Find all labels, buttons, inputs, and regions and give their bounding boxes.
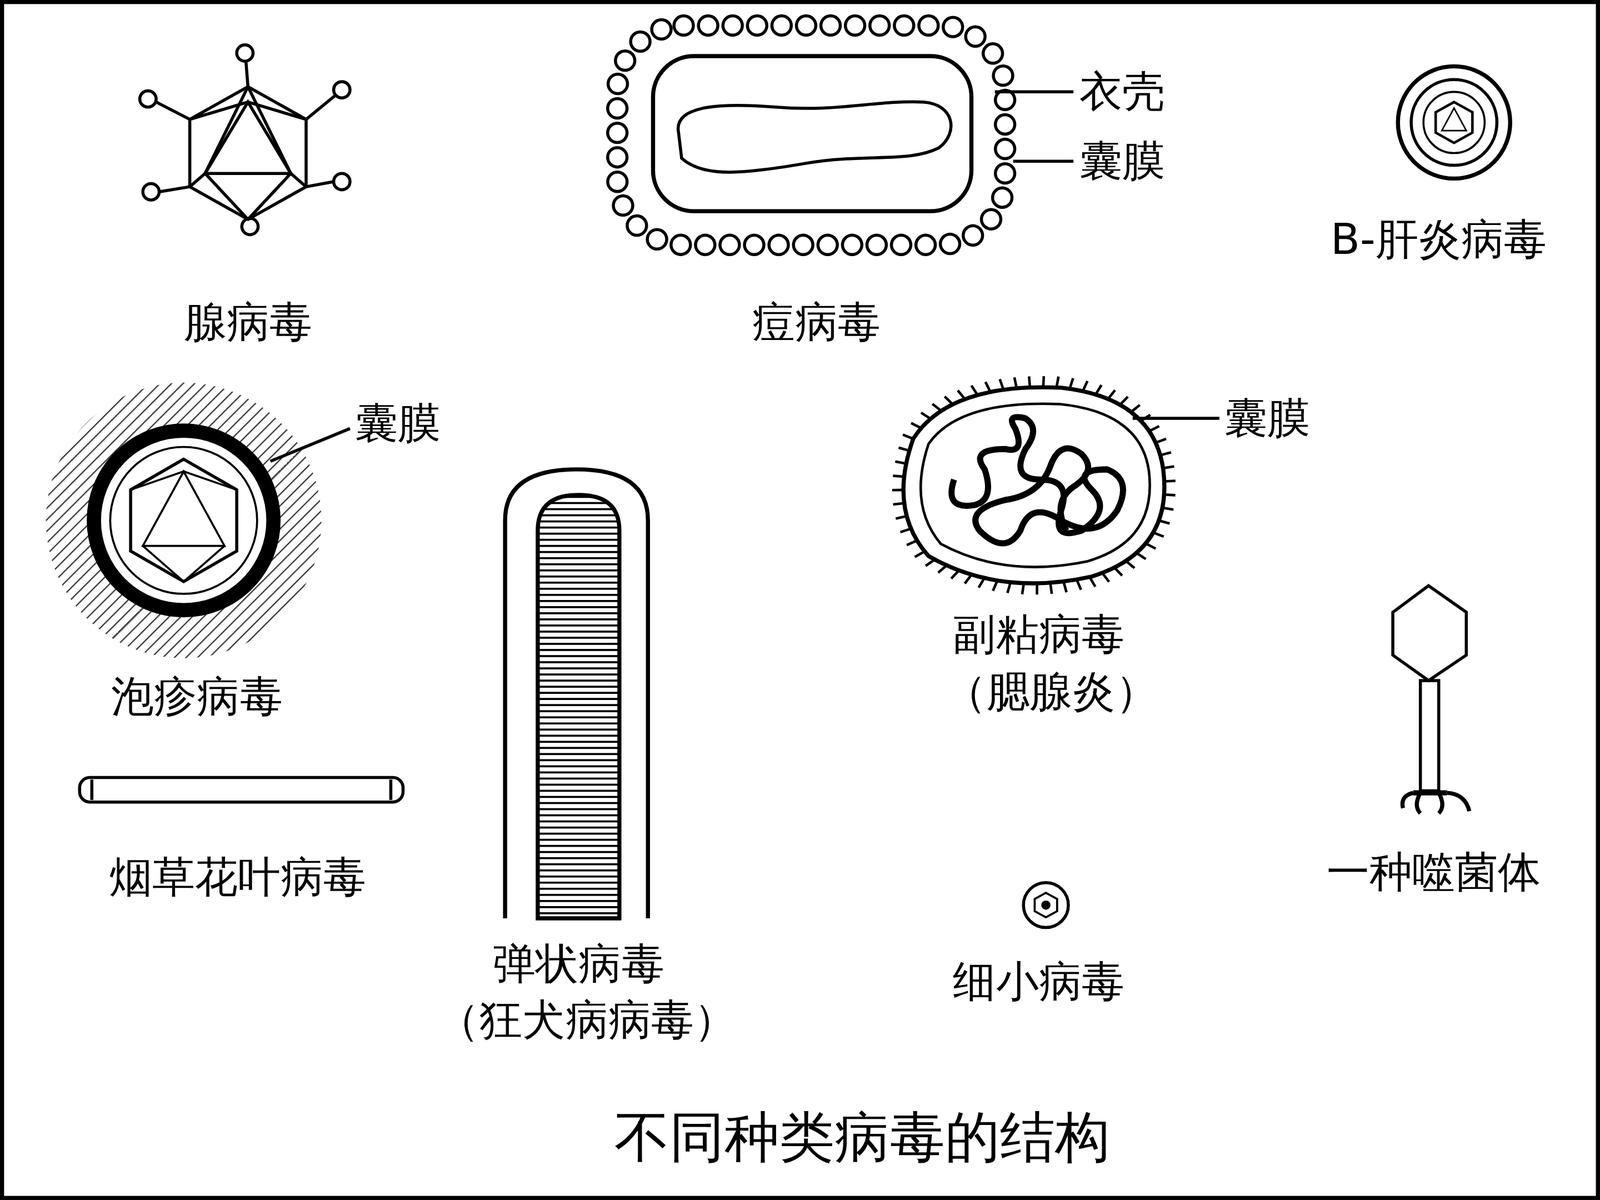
figure-caption: 不同种类病毒的结构 — [614, 1110, 1111, 1165]
part-label: 囊膜 — [1079, 140, 1165, 183]
part-label: （狂犬病病毒） — [436, 998, 737, 1042]
part-label: 泡疹病毒 — [111, 675, 283, 719]
part-label: 囊膜 — [355, 402, 441, 445]
part-label: 痘病毒 — [752, 301, 881, 344]
part-label: （腮腺炎） — [943, 670, 1159, 714]
paramyxovirus — [892, 376, 1220, 595]
herpes-virus — [46, 382, 350, 659]
rabies-virus — [505, 469, 648, 919]
tobacco-mosaic-virus — [79, 777, 403, 803]
bacteriophage — [1392, 585, 1470, 814]
part-label: B-肝炎病毒 — [1330, 218, 1547, 262]
part-label: 细小病毒 — [952, 960, 1125, 1003]
part-label: 副粘病毒 — [952, 613, 1125, 657]
part-label: 囊膜 — [1224, 396, 1310, 440]
part-label: 一种噬菌体 — [1326, 851, 1542, 894]
parvovirus — [1023, 882, 1069, 928]
part-label: 腺病毒 — [183, 301, 313, 344]
part-label: 衣壳 — [1079, 70, 1165, 114]
adenovirus — [140, 45, 350, 235]
part-label: 烟草花叶病毒 — [109, 856, 367, 899]
pox-virus — [617, 25, 1074, 245]
part-label: 弹状病毒 — [492, 942, 665, 986]
hepatitis-b-virus — [1397, 66, 1510, 179]
